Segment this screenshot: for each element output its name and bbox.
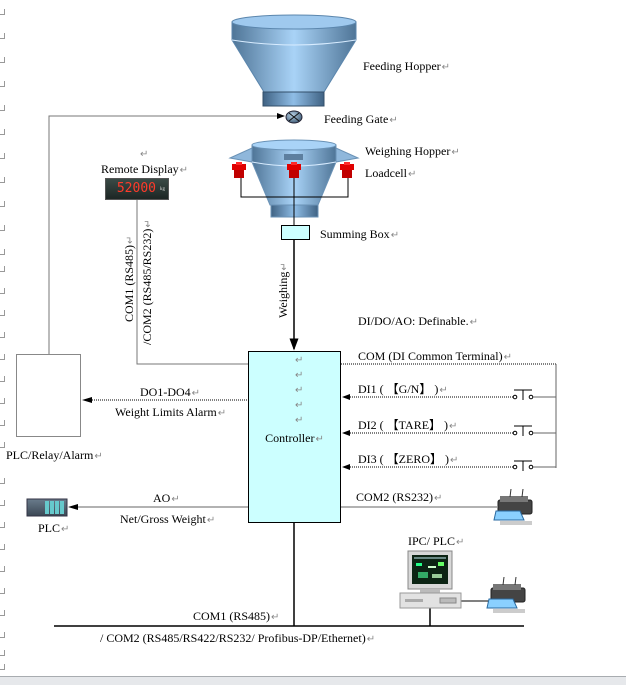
printer-icon <box>486 576 526 613</box>
paragraph-mark <box>0 650 5 656</box>
remote-com2-label: /COM2 (RS485/RS232)↵ <box>140 219 154 345</box>
do-description: Weight Limits Alarm↵ <box>115 405 227 419</box>
ipc-computer-icon <box>399 550 462 609</box>
loadcell-right <box>340 162 354 178</box>
paragraph-mark <box>0 332 5 338</box>
plc-relay-alarm-box <box>16 354 81 437</box>
ao-label: AO↵ <box>153 491 180 505</box>
do-line <box>82 397 248 403</box>
di1-label: DI1 ( 【G/N】 )↵ <box>358 382 448 396</box>
paragraph-mark <box>0 544 5 550</box>
paragraph-mark <box>0 420 5 426</box>
feeding-gate-valve <box>285 110 303 124</box>
di2-line <box>342 430 513 436</box>
remote-display-line <box>136 200 248 365</box>
plc-relay-alarm-label: PLC/Relay/Alarm↵ <box>6 448 103 462</box>
paragraph-mark <box>0 376 5 382</box>
di3-label: DI3 ( 【ZERO】 )↵ <box>358 452 459 466</box>
paragraph-mark <box>0 129 5 135</box>
paragraph-mark: ↵ <box>140 149 149 160</box>
weighing-signal-label: Weighing↵ <box>276 262 290 318</box>
remote-display-readout: 52000 <box>116 181 156 196</box>
paragraph-mark: ↵ <box>295 355 304 366</box>
di1-line <box>342 394 513 400</box>
summing-box-label: Summing Box↵ <box>320 227 400 241</box>
paragraph-mark <box>0 398 5 404</box>
paragraph-mark <box>0 249 5 255</box>
di-do-ao-note: DI/DO/AO: Definable.↵ <box>358 314 479 328</box>
paragraph-mark <box>0 632 5 638</box>
window-bottom-bar <box>0 676 626 685</box>
ao-line <box>68 504 248 510</box>
paragraph-mark <box>0 81 5 87</box>
paragraph-mark <box>0 566 5 572</box>
remote-display-unit: kg <box>160 187 165 192</box>
paragraph-mark <box>0 9 5 15</box>
controller-label: Controller↵ <box>265 431 324 445</box>
ao-description: Net/Gross Weight↵ <box>120 512 216 526</box>
loadcell-label: Loadcell↵ <box>365 166 417 180</box>
switch-tare <box>512 425 556 436</box>
switch-zero <box>512 460 556 471</box>
gate-control-line <box>48 113 285 354</box>
plc-icon <box>26 498 68 517</box>
paragraph-mark <box>0 588 5 594</box>
paragraph-mark <box>0 225 5 231</box>
paragraph-mark <box>0 153 5 159</box>
paragraph-mark <box>0 105 5 111</box>
paragraph-mark: ↵ <box>295 415 304 426</box>
paragraph-mark <box>0 442 5 448</box>
paragraph-mark <box>0 201 5 207</box>
di3-line <box>342 464 513 470</box>
paragraph-mark <box>0 522 5 528</box>
summing-box <box>281 225 310 240</box>
weighing-hopper-label: Weighing Hopper↵ <box>365 144 460 158</box>
paragraph-mark <box>0 610 5 616</box>
bus-com1-label: COM1 (RS485)↵ <box>193 609 280 623</box>
paragraph-mark <box>0 33 5 39</box>
paragraph-mark <box>0 354 5 360</box>
do-label: DO1-DO4↵ <box>140 385 201 399</box>
controller-box: ↵ ↵ ↵ ↵ ↵ Controller↵ <box>248 351 341 523</box>
remote-display-device: 52000 kg <box>105 178 169 200</box>
feeding-hopper <box>231 14 357 107</box>
remote-com1-label: COM1 (RS485)↵ <box>122 235 136 322</box>
paragraph-mark <box>0 310 5 316</box>
di2-label: DI2 ( 【TARE】 )↵ <box>358 418 458 432</box>
switch-gn <box>512 389 556 400</box>
feeding-gate-label: Feeding Gate↵ <box>324 112 398 126</box>
plc-label: PLC↵ <box>38 521 70 535</box>
paragraph-mark <box>0 288 5 294</box>
paragraph-mark: ↵ <box>295 370 304 381</box>
paragraph-mark <box>0 266 5 272</box>
paragraph-mark <box>0 478 5 484</box>
printer-com2-label: COM2 (RS232)↵ <box>356 490 443 504</box>
paragraph-mark: ↵ <box>295 385 304 396</box>
remote-display-label: Remote Display↵ <box>101 162 189 176</box>
loadcell-center <box>287 162 301 178</box>
paragraph-mark <box>0 57 5 63</box>
com-common-label: COM (DI Common Terminal)↵ <box>358 349 512 363</box>
paragraph-mark <box>0 664 5 670</box>
paragraph-mark <box>0 500 5 506</box>
ipc-plc-label: IPC/ PLC↵ <box>408 534 465 548</box>
loadcell-left <box>232 162 246 178</box>
feeding-hopper-label: Feeding Hopper↵ <box>363 59 451 73</box>
bus-com2-label: / COM2 (RS485/RS422/RS232/ Profibus-DP/E… <box>100 631 376 645</box>
printer-icon <box>493 488 533 525</box>
paragraph-mark <box>0 177 5 183</box>
paragraph-mark: ↵ <box>295 400 304 411</box>
